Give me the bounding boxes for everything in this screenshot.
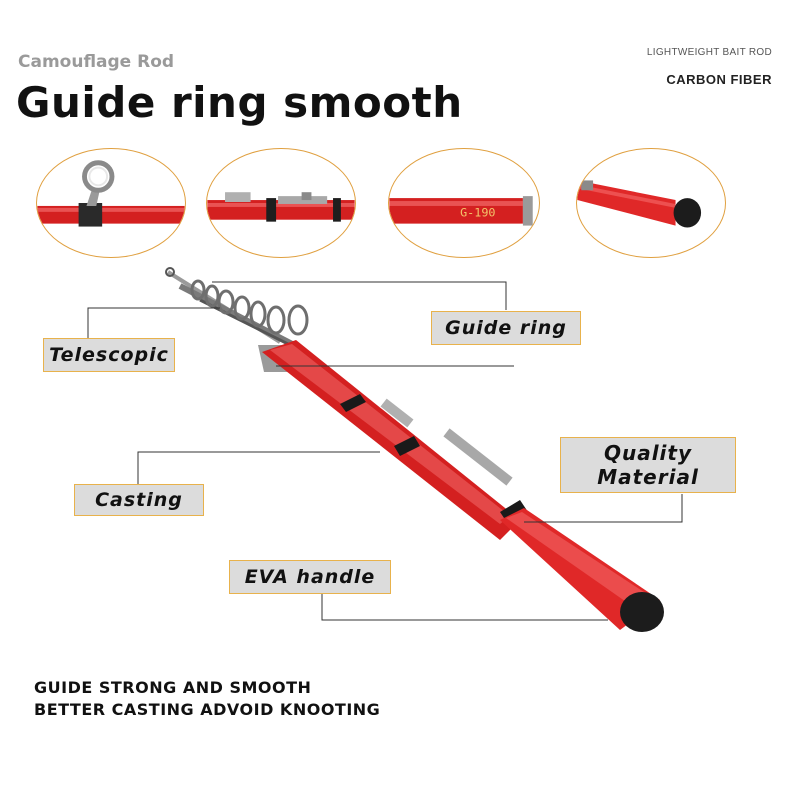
detail-handle — [576, 148, 726, 258]
callout-eva-handle-label: EVA handle — [244, 566, 376, 588]
callout-quality-label: Quality — [603, 441, 693, 465]
detail-reel-seat — [206, 148, 356, 258]
rod-blank — [262, 340, 520, 540]
callout-material-label: Material — [597, 465, 699, 489]
callout-quality-material: Quality Material — [560, 437, 736, 493]
callout-eva-handle: EVA handle — [229, 560, 391, 594]
callout-guide-ring-label: Guide ring — [445, 317, 567, 339]
detail-guide-ring — [36, 148, 186, 258]
butt-cap — [620, 592, 664, 632]
product-subtitle: Camouflage Rod — [18, 52, 175, 72]
detail-rod-marking-image: G-190 — [389, 196, 533, 226]
detail-rod-marking: G-190 — [388, 148, 540, 258]
callout-telescopic-label: Telescopic — [49, 344, 169, 366]
guide-rings — [190, 279, 309, 336]
detail-guide-ring-image — [37, 160, 185, 227]
footer-line-1: GUIDE STRONG AND SMOOTH — [34, 678, 312, 697]
headline: Guide ring smooth — [16, 78, 463, 127]
callout-casting-label: Casting — [95, 489, 183, 511]
eva-handle — [500, 508, 660, 630]
detail-reel-seat-image — [207, 192, 355, 222]
callout-casting: Casting — [74, 484, 204, 516]
rod-marking-text: G-190 — [460, 206, 495, 220]
callout-telescopic: Telescopic — [43, 338, 175, 372]
tag-carbon-fiber: CARBON FIBER — [666, 72, 772, 87]
tag-lightweight: LIGHTWEIGHT BAIT ROD — [646, 47, 772, 58]
callout-guide-ring: Guide ring — [431, 311, 581, 345]
footer-line-2: BETTER CASTING ADVOID KNOOTING — [34, 700, 381, 719]
rod-tip — [166, 270, 282, 344]
detail-handle-image — [577, 180, 702, 228]
